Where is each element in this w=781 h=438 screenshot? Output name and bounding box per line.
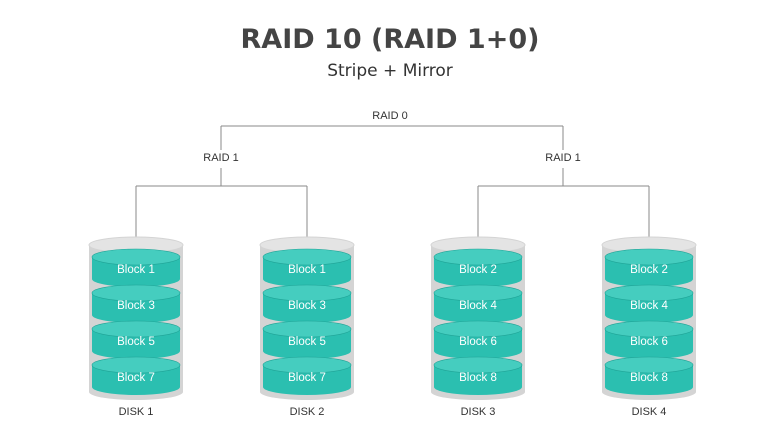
- block-top: [604, 248, 694, 266]
- disk-block: Block 4: [604, 284, 694, 323]
- diagram-title: RAID 10 (RAID 1+0): [241, 24, 540, 55]
- block-top: [433, 320, 523, 338]
- block-top: [262, 356, 352, 374]
- block-top: [262, 248, 352, 266]
- raid1-label-left: RAID 1: [203, 152, 238, 164]
- block-body: [434, 293, 522, 323]
- disk-label: DISK 2: [290, 406, 325, 418]
- block-top: [433, 248, 523, 266]
- disk-block: Block 4: [433, 284, 523, 323]
- block-top: [604, 320, 694, 338]
- disk-block: Block 6: [604, 320, 694, 359]
- block-label: Block 6: [459, 336, 497, 348]
- block-label: Block 8: [459, 372, 497, 384]
- disk-block: Block 1: [262, 248, 352, 287]
- block-top: [91, 320, 181, 338]
- block-top: [91, 356, 181, 374]
- block-label: Block 7: [117, 372, 155, 384]
- disk-block: Block 7: [262, 356, 352, 395]
- block-top: [604, 284, 694, 302]
- disk-block: Block 5: [262, 320, 352, 359]
- block-label: Block 3: [288, 300, 326, 312]
- block-top: [262, 320, 352, 338]
- raid0-label: RAID 0: [372, 110, 407, 122]
- block-top: [262, 284, 352, 302]
- block-body: [92, 293, 180, 323]
- disk-1: Block 1 Block 3 Block 5 Block 7 DISK 1: [88, 236, 184, 418]
- block-label: Block 5: [288, 336, 326, 348]
- connector-lines: [135, 125, 650, 246]
- block-top: [91, 284, 181, 302]
- block-body: [605, 365, 693, 395]
- block-body: [434, 329, 522, 359]
- disk-block: Block 7: [91, 356, 181, 395]
- block-label: Block 2: [459, 264, 497, 276]
- block-label: Block 8: [630, 372, 668, 384]
- disk-2: Block 1 Block 3 Block 5 Block 7 DISK 2: [259, 236, 355, 418]
- disk-block: Block 3: [91, 284, 181, 323]
- block-top: [433, 284, 523, 302]
- block-top: [604, 356, 694, 374]
- disk-block: Block 6: [433, 320, 523, 359]
- block-body: [92, 329, 180, 359]
- block-label: Block 4: [630, 300, 668, 312]
- block-label: Block 1: [288, 264, 326, 276]
- disk-block: Block 2: [433, 248, 523, 287]
- block-label: Block 7: [288, 372, 326, 384]
- block-body: [263, 329, 351, 359]
- disk-block: Block 8: [433, 356, 523, 395]
- block-label: Block 4: [459, 300, 497, 312]
- disk-block: Block 8: [604, 356, 694, 395]
- block-body: [263, 365, 351, 395]
- block-label: Block 3: [117, 300, 155, 312]
- block-label: Block 5: [117, 336, 155, 348]
- disk-block: Block 1: [91, 248, 181, 287]
- disk-4: Block 2 Block 4 Block 6 Block 8 DISK 4: [601, 236, 697, 418]
- block-label: Block 1: [117, 264, 155, 276]
- block-body: [92, 257, 180, 287]
- disk-label: DISK 1: [119, 406, 154, 418]
- block-top: [433, 356, 523, 374]
- block-body: [605, 293, 693, 323]
- disk-3: Block 2 Block 4 Block 6 Block 8 DISK 3: [430, 236, 526, 418]
- block-body: [434, 365, 522, 395]
- block-body: [605, 329, 693, 359]
- disk-label: DISK 4: [632, 406, 667, 418]
- disk-block: Block 2: [604, 248, 694, 287]
- disk-label: DISK 3: [461, 406, 496, 418]
- block-body: [263, 257, 351, 287]
- block-top: [91, 248, 181, 266]
- diagram-subtitle: Stripe + Mirror: [327, 61, 453, 81]
- block-label: Block 6: [630, 336, 668, 348]
- raid1-label-right: RAID 1: [545, 152, 580, 164]
- block-body: [434, 257, 522, 287]
- disk-block: Block 5: [91, 320, 181, 359]
- block-body: [605, 257, 693, 287]
- block-label: Block 2: [630, 264, 668, 276]
- block-body: [92, 365, 180, 395]
- disk-block: Block 3: [262, 284, 352, 323]
- block-body: [263, 293, 351, 323]
